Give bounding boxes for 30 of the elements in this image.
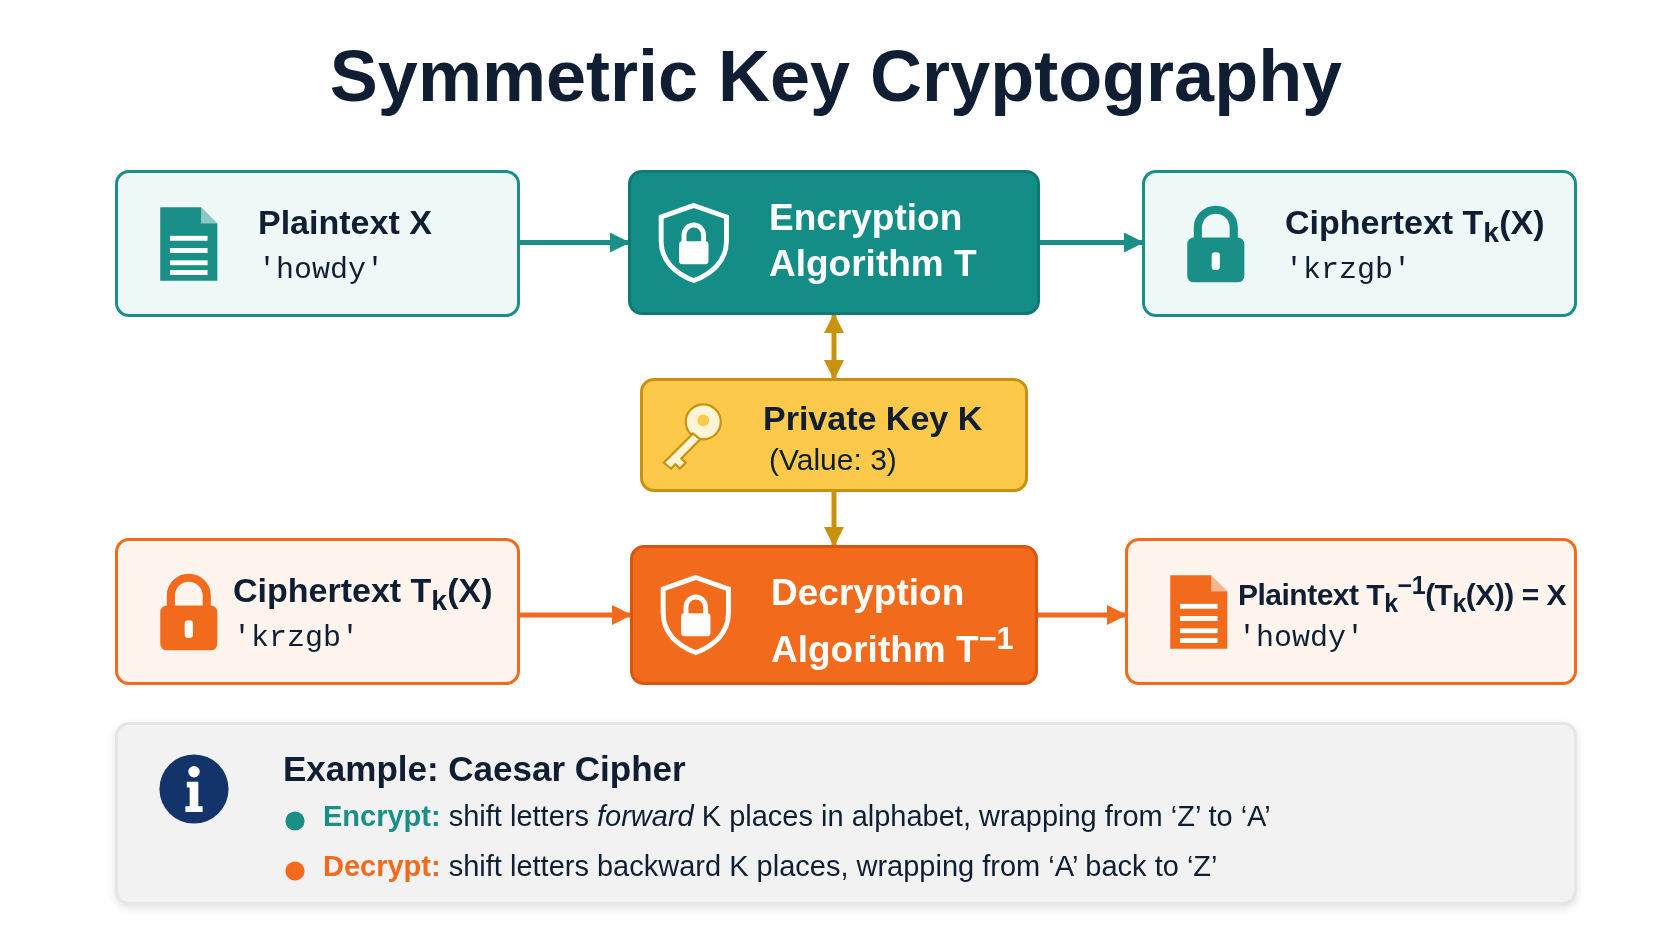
process-box	[1142, 170, 1577, 317]
info-panel	[115, 722, 1577, 905]
panel-heading: Example: Caesar Cipher	[283, 749, 686, 789]
arrow	[1038, 605, 1127, 625]
note-text: Decrypt: shift letters backward K places, wrapping from ‘A’ back to ‘Z’	[323, 850, 1218, 883]
key-value: (Value: 3)	[769, 443, 897, 477]
arrow	[824, 313, 844, 380]
node-title: Private Key K	[763, 399, 983, 438]
title: Symmetric Key Cryptography	[329, 35, 1343, 117]
process-box	[115, 170, 520, 317]
process-box	[115, 538, 520, 685]
process-box	[630, 545, 1038, 685]
key-box	[640, 378, 1028, 492]
sample-text: 'howdy'	[258, 253, 385, 287]
arrow	[824, 492, 844, 547]
arrow	[520, 605, 632, 625]
arrow	[520, 232, 630, 253]
sample-text: 'howdy'	[1238, 621, 1365, 655]
note-text: Encrypt: shift letters forward K places in alphabet, wrapping from ‘Z’ to ‘A’	[323, 800, 1271, 833]
sample-text: 'krzgb'	[1285, 253, 1412, 287]
node-title: Ciphertext T$_{k}$(X)	[233, 571, 493, 617]
node-title: Plaintext T$_{k}$$^{−1}$(T$_{k}$(X)) = X	[1238, 571, 1567, 618]
sample-text: 'krzgb'	[233, 621, 360, 655]
arrow	[1040, 232, 1144, 253]
process-box	[1125, 538, 1577, 685]
process-box	[628, 170, 1040, 315]
node-title: Encryption Algorithm T	[769, 196, 978, 286]
node-title: Decryption Algorithm T$^{−1}$	[771, 571, 1015, 673]
node-title: Plaintext X	[258, 203, 432, 242]
node-title: Ciphertext T$_{k}$(X)	[1285, 203, 1545, 249]
